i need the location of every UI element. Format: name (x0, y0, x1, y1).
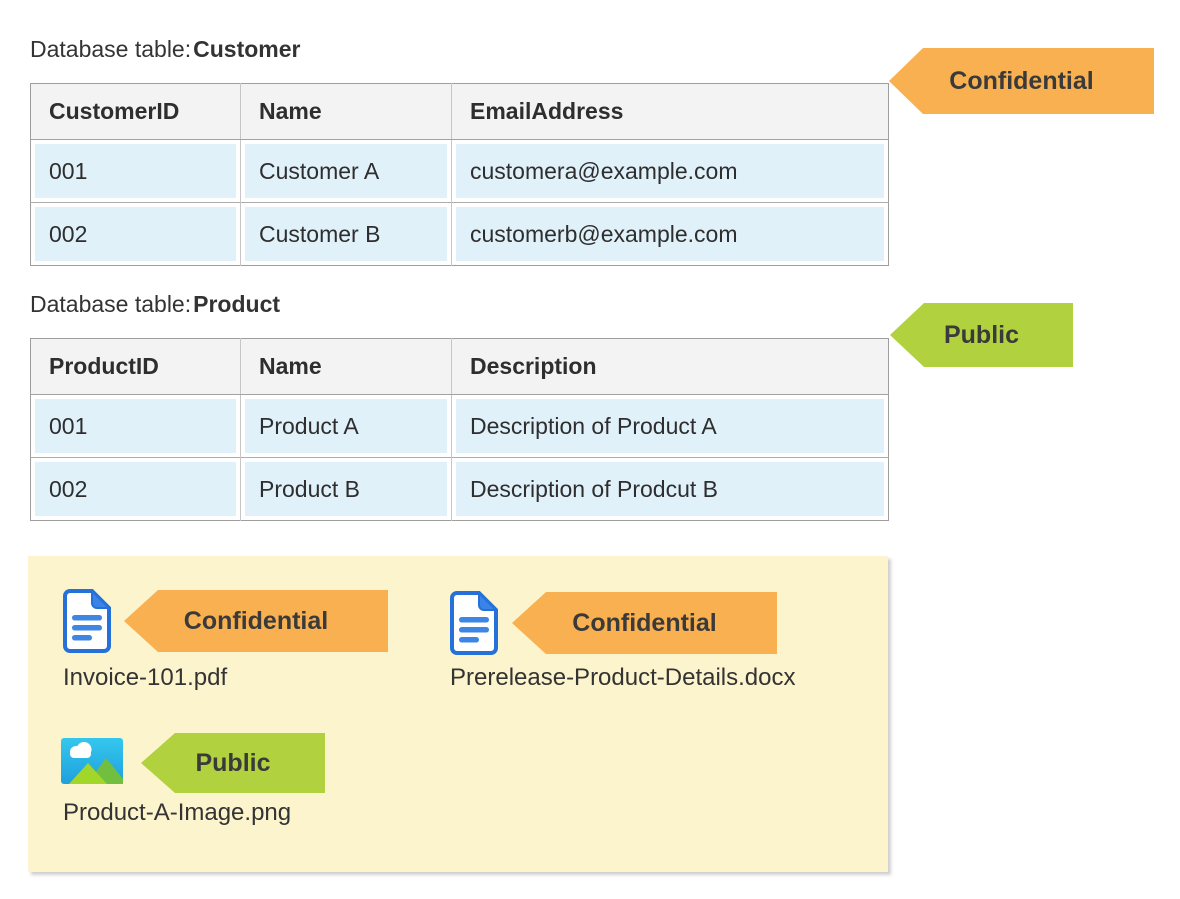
cell-product-name: Product A (245, 399, 447, 453)
image-icon (61, 738, 123, 784)
customer-table-label: Database table:Customer (30, 36, 300, 63)
cell-product-name: Product B (245, 462, 447, 516)
cell-customer-name: Customer A (245, 144, 447, 198)
product-table-label-prefix: Database table: (30, 291, 192, 317)
customer-table: CustomerID Name EmailAddress 001 Custome… (30, 83, 889, 266)
file-name-prerelease: Prerelease-Product-Details.docx (450, 664, 796, 691)
confidential-tag-customer-table: Confidential (889, 48, 1154, 114)
cell-customer-id: 001 (35, 144, 236, 198)
product-table-label: Database table:Product (30, 291, 280, 318)
file-name-invoice: Invoice-101.pdf (63, 664, 228, 691)
public-tag-image-file: Public (141, 733, 325, 793)
product-table: ProductID Name Description 001 Product A… (30, 338, 889, 521)
customer-table-header-row: CustomerID Name EmailAddress (30, 83, 889, 140)
column-header-customerid: CustomerID (30, 83, 241, 140)
confidential-tag-prerelease-file: Confidential (512, 592, 777, 654)
column-header-name: Name (240, 338, 452, 395)
column-header-description: Description (451, 338, 889, 395)
column-header-productid: ProductID (30, 338, 241, 395)
public-tag-product-table: Public (890, 303, 1073, 367)
product-table-name: Product (193, 291, 281, 317)
customer-table-label-prefix: Database table: (30, 36, 192, 62)
cell-product-id: 001 (35, 399, 236, 453)
cell-customer-email: customera@example.com (456, 144, 884, 198)
cell-product-description: Description of Prodcut B (456, 462, 884, 516)
table-row: 002 Product B Description of Prodcut B (30, 457, 889, 521)
confidential-tag-label: Confidential (183, 606, 329, 635)
column-header-emailaddress: EmailAddress (451, 83, 889, 140)
public-tag-label: Public (943, 320, 1019, 349)
document-icon (63, 589, 111, 653)
confidential-tag-label: Confidential (572, 608, 717, 637)
file-name-product-image: Product-A-Image.png (63, 799, 292, 826)
table-row: 001 Customer A customera@example.com (31, 139, 889, 203)
cell-customer-id: 002 (35, 207, 236, 261)
files-panel: Confidential Invoice-101.pdf Confidentia… (28, 556, 888, 872)
customer-table-name: Customer (193, 36, 301, 62)
cell-customer-name: Customer B (245, 207, 447, 261)
product-table-header-row: ProductID Name Description (30, 338, 889, 395)
confidential-tag-invoice-file: Confidential (124, 590, 388, 652)
table-row: 002 Customer B customerb@example.com (30, 202, 889, 266)
public-tag-label: Public (195, 748, 271, 777)
confidential-tag-label: Confidential (949, 66, 1094, 95)
cell-product-description: Description of Product A (456, 399, 884, 453)
cell-customer-email: customerb@example.com (456, 207, 884, 261)
document-icon (450, 591, 498, 655)
column-header-name: Name (240, 83, 452, 140)
table-row: 001 Product A Description of Product A (31, 394, 889, 458)
cell-product-id: 002 (35, 462, 236, 516)
